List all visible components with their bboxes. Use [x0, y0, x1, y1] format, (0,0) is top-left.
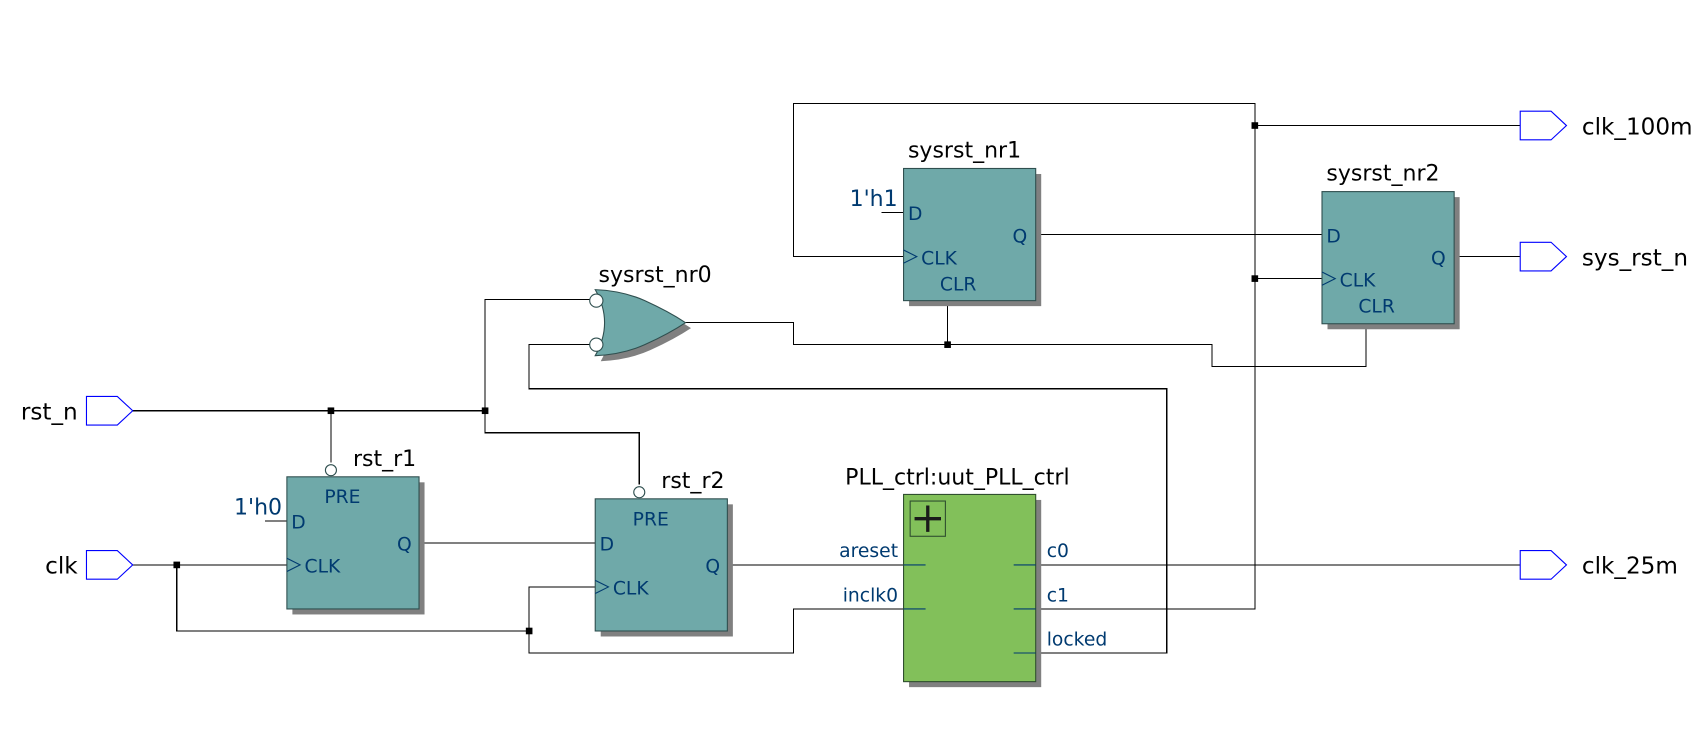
instance-sysrst_nr2[interactable]: sysrst_nr2 D CLK CLR Q [1321, 162, 1460, 330]
pin-clk: CLK [305, 557, 341, 578]
pin-d: D [1326, 226, 1340, 247]
pin-q: Q [1013, 226, 1028, 247]
port-label: clk_100m [1582, 114, 1693, 140]
clock-triangle-icon [903, 249, 918, 264]
junction-dot [481, 407, 489, 415]
pin-q: Q [705, 557, 720, 578]
pin-c1: c1 [1047, 585, 1069, 606]
output-port-clk_100m[interactable]: clk_100m [1519, 110, 1693, 141]
pin-pre: PRE [633, 509, 669, 530]
wire-rst_n [132, 298, 640, 485]
output-port-sys_rst_n[interactable]: sys_rst_n [1519, 241, 1688, 272]
port-label: rst_n [21, 400, 78, 426]
input-port-icon [85, 550, 134, 580]
pin-d: D [600, 535, 614, 556]
port-label: clk [45, 554, 78, 580]
port-label: clk_25m [1582, 554, 1678, 580]
junctions [173, 122, 1259, 635]
wire-pll-c1 [792, 102, 1521, 610]
preset-bubble-icon [633, 486, 646, 499]
instance-sysrst_nr1[interactable]: sysrst_nr1 D CLK CLR Q 1'h1 [850, 138, 1042, 307]
inverter-bubble-icon [589, 293, 604, 308]
output-port-icon [1519, 110, 1568, 141]
pin-d: D [908, 204, 922, 225]
wire-or-out [685, 300, 1367, 368]
plus-glyph [914, 505, 941, 532]
instance-name: sysrst_nr0 [599, 263, 712, 288]
wire-pll-locked [528, 344, 1168, 654]
pin-clk: CLK [1340, 270, 1376, 291]
input-port-rst_n[interactable]: rst_n [21, 395, 134, 426]
input-port-clk[interactable]: clk [45, 550, 134, 580]
junction-dot [1251, 275, 1259, 282]
flipflop-body [903, 167, 1037, 302]
flipflop-body [286, 476, 420, 610]
pin-clk: CLK [613, 579, 649, 600]
const-value: 1'h1 [850, 187, 898, 212]
inverter-bubble-icon [589, 337, 604, 352]
wires [132, 102, 1521, 654]
output-port-icon [1519, 550, 1568, 580]
const-value: 1'h0 [234, 495, 282, 520]
pin-locked: locked [1047, 629, 1108, 650]
pin-c0: c0 [1047, 541, 1069, 562]
pin-d: D [291, 513, 305, 534]
clock-triangle-icon [286, 557, 302, 573]
flipflop-body [1321, 191, 1455, 325]
pin-clk: CLK [921, 248, 957, 269]
clock-triangle-icon [594, 579, 610, 595]
instance-name: sysrst_nr2 [1326, 162, 1439, 187]
flipflop-body [594, 498, 728, 632]
pin-q: Q [1431, 248, 1446, 269]
junction-dot [944, 341, 951, 348]
input-port-icon [85, 395, 134, 426]
or-gate-icon [594, 289, 687, 357]
pin-clr: CLR [940, 275, 977, 296]
wire-clk [132, 564, 926, 654]
junction-dot [327, 407, 335, 415]
preset-bubble-icon [324, 464, 337, 477]
junction-dot [173, 561, 181, 569]
instance-name: rst_r2 [661, 469, 724, 494]
instance-rst_r1[interactable]: rst_r1 PRE D CLK Q 1'h0 [234, 447, 425, 615]
instance-rst_r2[interactable]: rst_r2 PRE D CLK Q [594, 469, 733, 637]
instance-name: PLL_ctrl:uut_PLL_ctrl [845, 466, 1069, 491]
instance-pll-ctrl[interactable]: PLL_ctrl:uut_PLL_ctrl areset inclk0 c0 c… [839, 466, 1107, 688]
pin-clr: CLR [1358, 297, 1395, 318]
port-label: sys_rst_n [1582, 245, 1688, 271]
output-port-icon [1519, 241, 1568, 272]
pll-pin-stubs [903, 564, 1036, 654]
instance-name: rst_r1 [353, 447, 416, 472]
junction-dot [525, 627, 533, 635]
pin-areset: areset [839, 541, 898, 562]
junction-dot [1251, 122, 1259, 129]
instance-name: sysrst_nr1 [908, 138, 1021, 163]
output-port-clk_25m[interactable]: clk_25m [1519, 550, 1678, 580]
expand-hierarchy-button[interactable] [909, 500, 946, 537]
clock-triangle-icon [1321, 271, 1337, 286]
pin-q: Q [397, 535, 412, 556]
pin-pre: PRE [324, 487, 360, 508]
instance-sysrst_nr0[interactable]: sysrst_nr0 [589, 263, 712, 362]
pin-inclk0: inclk0 [843, 585, 898, 606]
